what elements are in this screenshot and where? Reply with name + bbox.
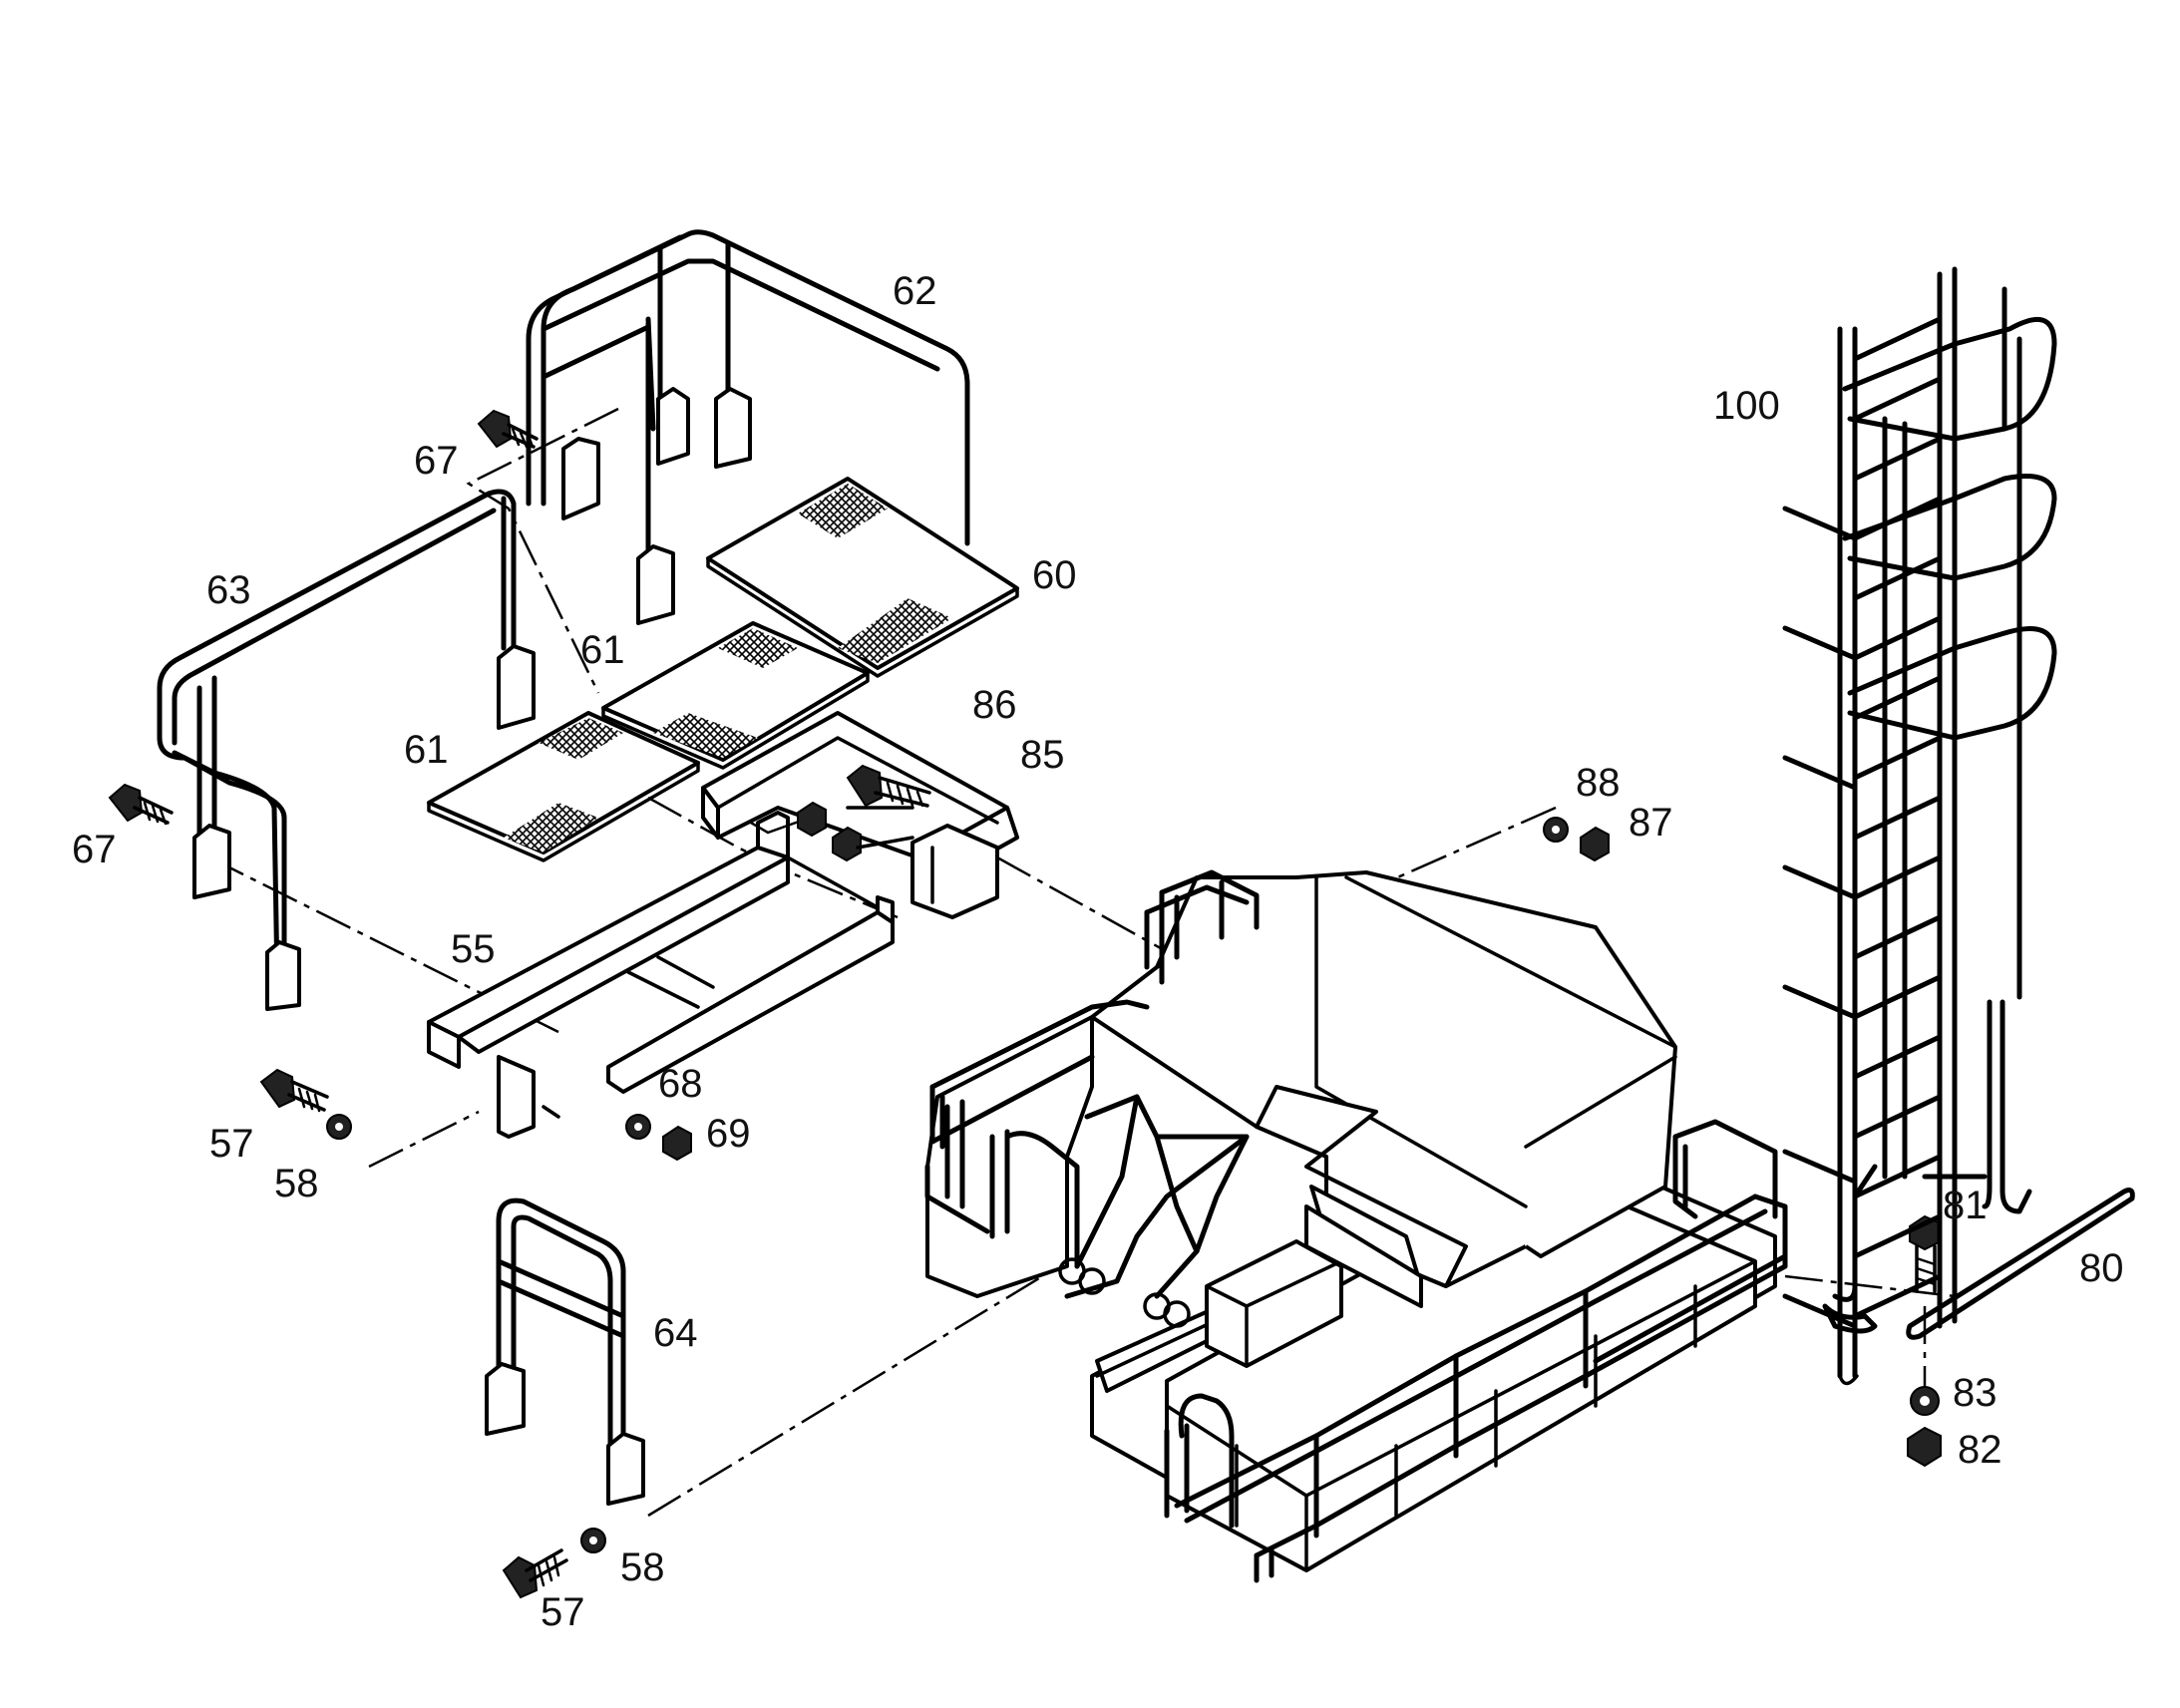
nut-69 bbox=[662, 1125, 692, 1162]
label-81: 81 bbox=[1943, 1184, 1988, 1227]
nut-85-b bbox=[832, 826, 862, 862]
grating-60 bbox=[706, 477, 1019, 678]
label-88: 88 bbox=[1576, 761, 1621, 805]
label-62: 62 bbox=[893, 269, 937, 313]
grating-61-upper bbox=[601, 621, 870, 770]
label-86: 86 bbox=[972, 683, 1017, 727]
label-67-lower: 67 bbox=[72, 828, 117, 871]
label-85: 85 bbox=[1020, 733, 1065, 777]
label-67-upper: 67 bbox=[414, 439, 459, 483]
label-64: 64 bbox=[653, 1311, 698, 1355]
label-63: 63 bbox=[206, 568, 251, 612]
nut-85-a bbox=[797, 801, 827, 838]
machine-body bbox=[925, 870, 1777, 1572]
label-100: 100 bbox=[1713, 384, 1780, 428]
bolt-57-upper bbox=[259, 1068, 329, 1113]
label-61-lower: 61 bbox=[404, 728, 449, 772]
label-69: 69 bbox=[706, 1112, 751, 1156]
railing-63 bbox=[157, 489, 536, 1011]
label-68: 68 bbox=[658, 1062, 703, 1106]
label-57-lower: 57 bbox=[541, 1590, 585, 1634]
handrail-64 bbox=[485, 1197, 645, 1506]
label-80: 80 bbox=[2079, 1246, 2124, 1290]
frame-55 bbox=[427, 711, 1019, 1139]
label-87: 87 bbox=[1629, 801, 1673, 845]
hardware bbox=[108, 409, 1942, 1599]
bolt-57-lower bbox=[502, 1548, 568, 1599]
label-60: 60 bbox=[1032, 553, 1077, 597]
nut-87 bbox=[1580, 826, 1610, 862]
label-83: 83 bbox=[1953, 1371, 1998, 1415]
label-58-upper: 58 bbox=[274, 1162, 319, 1205]
machine-railings bbox=[924, 869, 1788, 1583]
grating-61-lower bbox=[427, 711, 700, 862]
bolt-67-upper bbox=[477, 409, 539, 449]
rod-80 bbox=[1906, 1188, 2135, 1340]
railing-62 bbox=[526, 229, 970, 625]
label-58-lower: 58 bbox=[620, 1545, 665, 1589]
nut-82 bbox=[1907, 1426, 1942, 1468]
ladder-100 bbox=[1782, 266, 2057, 1386]
bolt-67-lower bbox=[108, 783, 174, 826]
label-57-upper: 57 bbox=[209, 1122, 254, 1166]
label-82: 82 bbox=[1958, 1428, 2002, 1472]
bolt-86 bbox=[846, 764, 931, 808]
label-61-upper: 61 bbox=[580, 628, 625, 672]
label-55: 55 bbox=[451, 927, 496, 971]
callout-labels: 62 67 63 60 61 61 86 85 67 55 68 69 57 5… bbox=[72, 269, 2124, 1634]
